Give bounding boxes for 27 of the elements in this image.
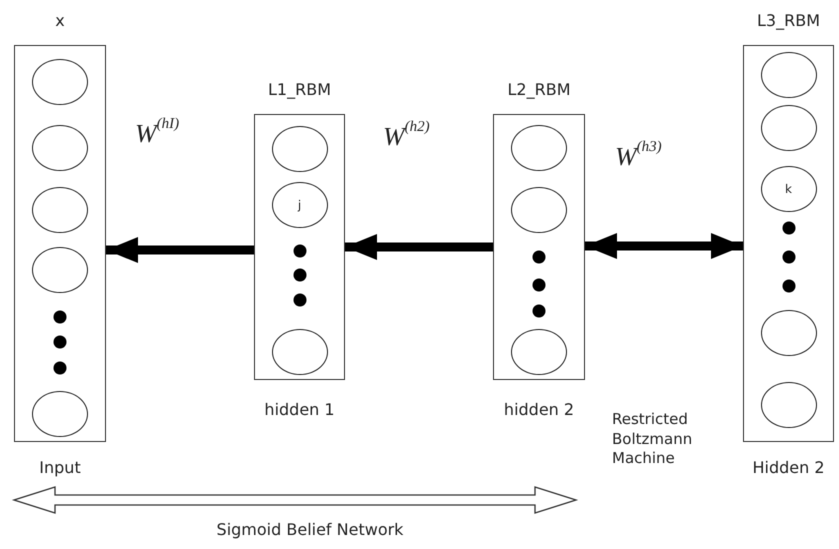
weight-label: W$^{(h2)}$ (383, 118, 430, 153)
layer-title: L3_RBM (756, 11, 821, 30)
arrow (585, 233, 743, 259)
neuron-circle (760, 310, 816, 356)
neuron-circle (760, 105, 816, 151)
neuron-label: j (298, 198, 302, 212)
layer-title: L1_RBM (267, 80, 332, 99)
layer-title: L2_RBM (506, 80, 572, 99)
layer-caption: Input (38, 458, 82, 477)
neuron-circle (272, 182, 328, 228)
layer-caption: Hidden 2 (751, 458, 826, 477)
neuron-circle (272, 126, 328, 172)
layer-caption: hidden 2 (502, 400, 576, 419)
neuron-circle (32, 247, 88, 293)
weight-label: W$^{(h3)}$ (615, 138, 662, 173)
arrow (106, 237, 254, 263)
layer-title: x (54, 11, 66, 30)
arrow (345, 234, 493, 260)
neuron-circle (272, 329, 328, 375)
neuron-circle (760, 166, 816, 212)
network-label: Sigmoid Belief Network (216, 520, 404, 541)
weight-label: W$^{(hI)}$ (135, 115, 180, 150)
neuron-label: k (785, 182, 792, 196)
layer-caption: hidden 1 (263, 400, 336, 419)
neuron-circle (760, 382, 816, 428)
model-note: Restricted Boltzmann Machine (612, 410, 694, 468)
neuron-circle (760, 52, 816, 98)
